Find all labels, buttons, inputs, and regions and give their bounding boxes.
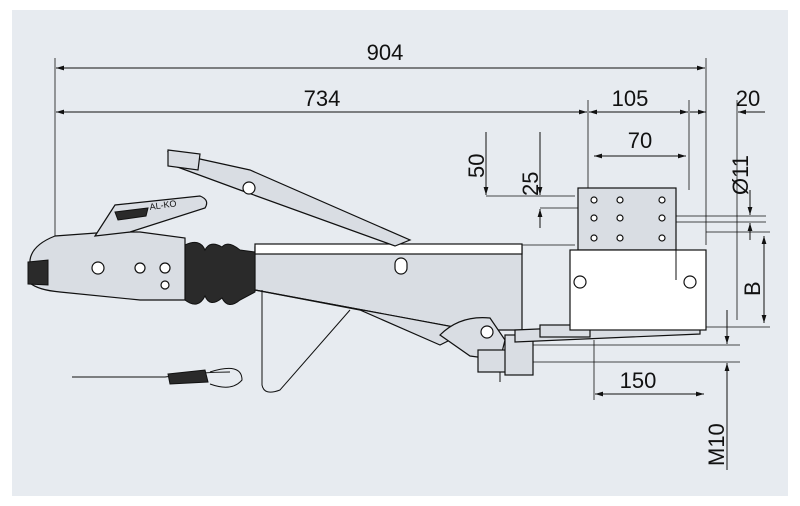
coupling-head (27, 231, 186, 301)
dimension-20: 20 (690, 86, 765, 320)
dim-20-label: 20 (736, 86, 760, 111)
mounting-flange (569, 187, 707, 331)
dim-50-label: 50 (464, 154, 489, 178)
dimension-b: B (706, 231, 770, 328)
dimension-50: 50 (464, 132, 575, 258)
handle-logo: AL-KO (149, 198, 177, 212)
tube-underside (254, 289, 472, 346)
dimension-m10: M10 (520, 310, 740, 470)
dimension-70: 70 (594, 128, 686, 159)
dim-105-label: 105 (612, 86, 649, 111)
dim-m10-label: M10 (704, 423, 729, 466)
dim-70-label: 70 (628, 128, 652, 153)
coupling-assembly: AL-KO (27, 149, 707, 393)
handbrake-lever (167, 149, 412, 247)
dimension-734: 734 (56, 86, 589, 250)
bolt-hole-left (573, 275, 587, 289)
dimension-25: 25 (518, 132, 578, 228)
coupling-handle: AL-KO (93, 195, 208, 237)
rubber-bellows (184, 241, 256, 305)
dim-diameter-11-label: Ø11 (728, 155, 753, 195)
dim-904-label: 904 (367, 40, 404, 65)
tube-slot (394, 257, 408, 275)
dim-25-label: 25 (518, 172, 543, 196)
tube-top-rail (254, 243, 523, 255)
dim-150-label: 150 (620, 368, 657, 393)
safety-stay (261, 290, 351, 393)
dim-b-label: B (740, 281, 765, 296)
flange-vertical-plate (569, 249, 707, 331)
bolt-hole-right (683, 275, 697, 289)
coupling-indicator-button (91, 261, 105, 275)
breakaway-cable (72, 367, 243, 388)
dim-734-label: 734 (304, 86, 341, 111)
dimension-105: 105 (589, 86, 690, 190)
dimension-150: 150 (593, 340, 704, 400)
dimension-overall: 904 (54, 40, 707, 280)
dimension-diameter-11: Ø11 (676, 155, 766, 240)
